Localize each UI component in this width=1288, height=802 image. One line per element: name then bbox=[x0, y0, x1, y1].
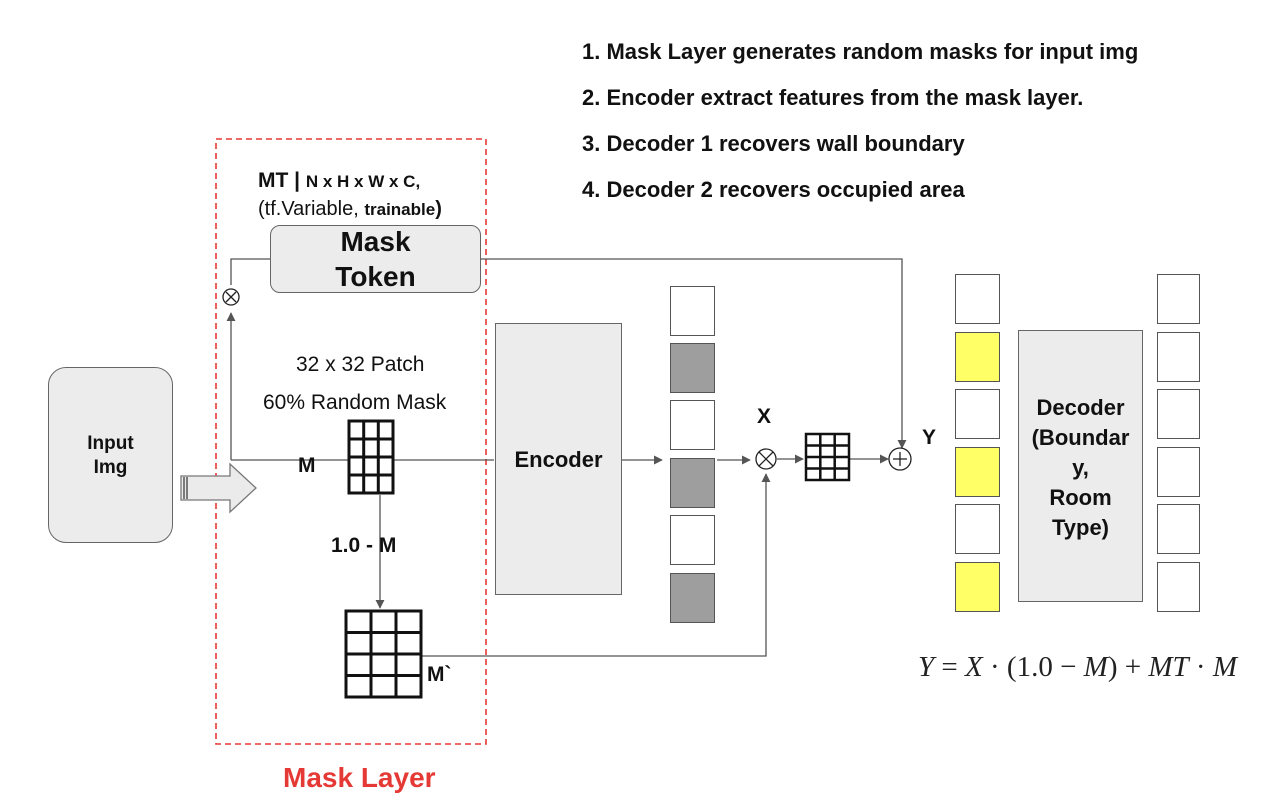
decoder-input-cell bbox=[955, 447, 1000, 497]
one-minus-m-label: 1.0 - M bbox=[331, 534, 397, 557]
mask-token-line2: Token bbox=[335, 261, 416, 292]
decoder-output-cell bbox=[1157, 447, 1200, 497]
eq-lparen: ( bbox=[1006, 651, 1017, 683]
input-img-box: Input Img bbox=[48, 367, 173, 543]
decoder-input-cell bbox=[955, 274, 1000, 324]
decoder-label-line: y, bbox=[1072, 455, 1089, 480]
mt-prefix: MT | bbox=[258, 169, 306, 192]
step-item: 3. Decoder 1 recovers wall boundary bbox=[582, 131, 965, 156]
step-item: 4. Decoder 2 recovers occupied area bbox=[582, 177, 965, 202]
decoder-label-line: (Boundar bbox=[1031, 425, 1130, 450]
m-label: M bbox=[298, 454, 316, 477]
eq-m1: M bbox=[1083, 651, 1108, 683]
mt-trainable: trainable bbox=[364, 200, 436, 219]
eq-dot1: · bbox=[982, 651, 1007, 683]
patch-size-label: 32 x 32 Patch bbox=[296, 353, 425, 376]
eq-minus: − bbox=[1052, 651, 1084, 683]
decoder-input-cell bbox=[955, 504, 1000, 554]
encoder-label: Encoder bbox=[514, 447, 603, 472]
input-img-line1: Input bbox=[87, 433, 134, 454]
eq-plus: + bbox=[1117, 651, 1149, 683]
x-label: X bbox=[757, 405, 772, 428]
mt-paren-close: ) bbox=[435, 198, 442, 220]
eq-rparen: ) bbox=[1107, 651, 1118, 683]
feature-cell bbox=[670, 343, 715, 393]
decoder-label-line: Decoder bbox=[1036, 395, 1125, 420]
mt-variable-label: (tf.Variable, trainable) bbox=[258, 196, 442, 223]
feature-cell bbox=[670, 515, 715, 565]
mask-layer-frame bbox=[215, 138, 487, 745]
decoder-output-cell bbox=[1157, 389, 1200, 439]
mt-paren-open: (tf.Variable, bbox=[258, 198, 365, 220]
decoder-output-cell bbox=[1157, 562, 1200, 612]
decoder-label-line: Type) bbox=[1051, 515, 1110, 540]
mask-token-line1: Mask bbox=[340, 226, 411, 257]
mask-layer-title: Mask Layer bbox=[283, 762, 436, 793]
mask-grid bbox=[347, 419, 395, 495]
y-label: Y bbox=[922, 426, 937, 449]
feature-cell bbox=[670, 400, 715, 450]
eq-dot2: · bbox=[1188, 651, 1213, 683]
step-item: 2. Encoder extract features from the mas… bbox=[582, 85, 1084, 110]
step-item: 1. Mask Layer generates random masks for… bbox=[582, 39, 1139, 64]
eq-y: Y bbox=[918, 651, 935, 683]
decoder-output-cell bbox=[1157, 504, 1200, 554]
mask-token-box: Mask Token bbox=[270, 225, 481, 293]
steps-list: 1. Mask Layer generates random masks for… bbox=[582, 40, 1138, 224]
decoder-output-cell bbox=[1157, 274, 1200, 324]
eq-equals: = bbox=[934, 651, 965, 683]
output-grid bbox=[804, 432, 851, 482]
eq-x: X bbox=[965, 651, 983, 683]
mt-dims: N x H x W x C, bbox=[305, 172, 421, 191]
mt-label: MT | N x H x W x C, bbox=[258, 168, 420, 195]
decoder-input-cell bbox=[955, 562, 1000, 612]
inverse-mask-grid bbox=[344, 609, 423, 699]
feature-cell bbox=[670, 286, 715, 336]
input-img-line2: Img bbox=[93, 457, 128, 478]
decoder-box: Decoder (Boundar y, Room Type) bbox=[1018, 330, 1143, 602]
feature-cell bbox=[670, 458, 715, 508]
equation: Y = X · (1.0 − M) + MT · M bbox=[918, 650, 1237, 684]
feature-cell bbox=[670, 573, 715, 623]
random-mask-label: 60% Random Mask bbox=[263, 391, 447, 414]
eq-one: 1.0 bbox=[1016, 651, 1053, 683]
decoder-label-line: Room bbox=[1049, 485, 1112, 510]
decoder-output-cell bbox=[1157, 332, 1200, 382]
input-arrow bbox=[180, 462, 257, 514]
m-prime-label: M` bbox=[427, 663, 452, 686]
encoder-box: Encoder bbox=[495, 323, 622, 595]
decoder-input-cell bbox=[955, 389, 1000, 439]
eq-mt: MT bbox=[1148, 651, 1189, 683]
decoder-input-cell bbox=[955, 332, 1000, 382]
eq-m2: M bbox=[1212, 651, 1238, 683]
